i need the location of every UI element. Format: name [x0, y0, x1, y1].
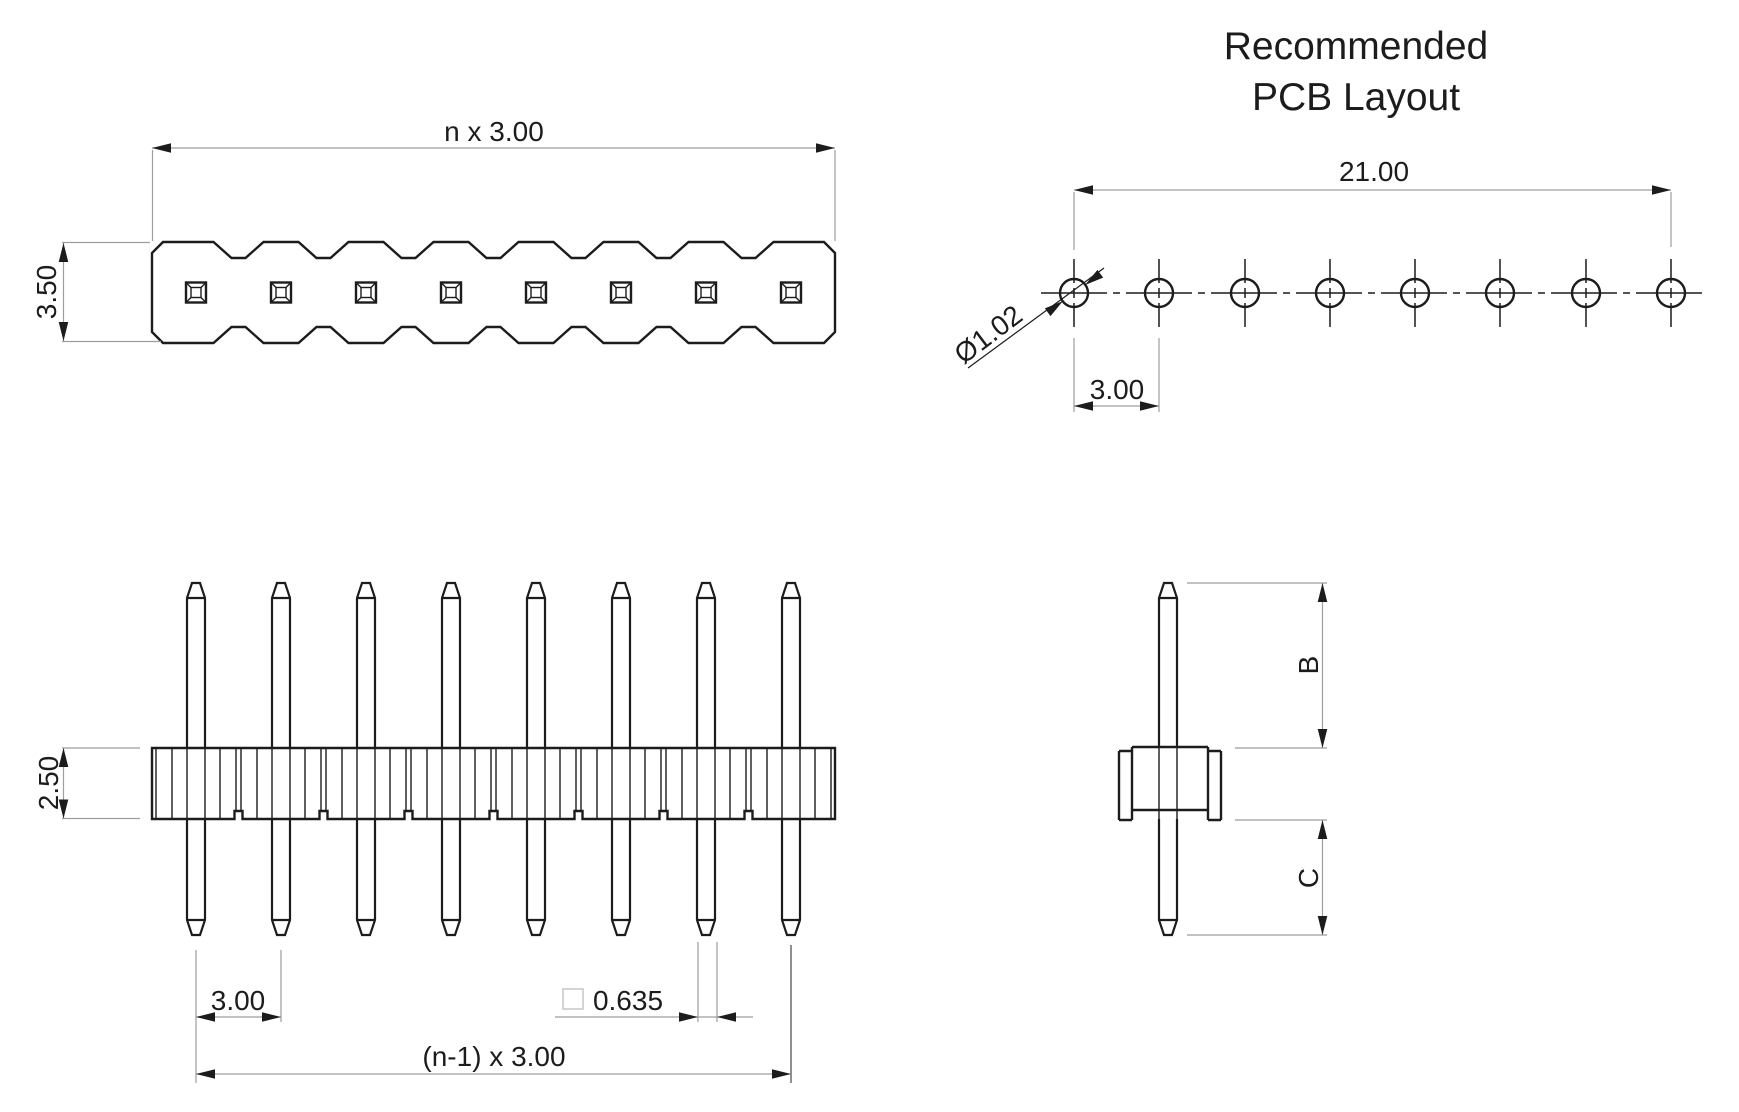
- dim-label-top-height: 3.50: [31, 265, 62, 320]
- dimension-pin-square: 0.635: [555, 942, 753, 1022]
- dimension-hole-diameter: Ø1.02: [948, 267, 1105, 370]
- side-view-body-segments: [155, 748, 832, 819]
- dimension-body-height: 2.50: [33, 747, 140, 820]
- dimension-side-pitch: 3.00: [196, 950, 282, 1022]
- dim-label-pin-below: C: [1293, 868, 1324, 888]
- top-view: n x 3.00 3.50: [31, 116, 837, 345]
- dimension-top-height: 3.50: [31, 241, 161, 343]
- dim-label-side-pitch: 3.00: [211, 985, 266, 1016]
- pin-detail-body: [1117, 745, 1223, 822]
- top-view-pin-contacts: [184, 281, 803, 304]
- dim-label-pin-above: B: [1293, 656, 1324, 675]
- side-view-pins-upper: [185, 581, 802, 750]
- title-line2: PCB Layout: [1252, 76, 1460, 119]
- pcb-layout-title: Recommended PCB Layout: [1224, 25, 1488, 119]
- dim-label-top-width: n x 3.00: [444, 116, 544, 147]
- title-line1: Recommended: [1224, 25, 1488, 68]
- pin-detail-view: B C: [1117, 581, 1328, 937]
- top-view-body-outline: [150, 240, 837, 345]
- dimension-pcb-span: 21.00: [1073, 156, 1672, 250]
- dim-label-hole-diameter: Ø1.02: [948, 299, 1028, 370]
- dim-label-body-height: 2.50: [33, 756, 64, 811]
- side-view-pins-lower: [185, 817, 802, 937]
- side-view-body-outline: [150, 746, 837, 821]
- side-view: 2.50 3.00 0.635 (n-1) x 3.00: [33, 581, 837, 1083]
- dimension-pin-above: B: [1187, 582, 1328, 749]
- dim-label-pin-square: 0.635: [593, 985, 663, 1016]
- pcb-layout-view: Recommended PCB Layout 21.00 Ø1.02: [948, 25, 1703, 412]
- dim-label-side-span: (n-1) x 3.00: [422, 1041, 565, 1072]
- dimension-pcb-pitch: 3.00: [1073, 338, 1160, 412]
- dimension-side-span: (n-1) x 3.00: [195, 945, 792, 1083]
- square-symbol: [562, 988, 584, 1010]
- dimension-top-width: n x 3.00: [151, 116, 836, 241]
- dimension-pin-below: C: [1187, 819, 1328, 936]
- dim-label-pcb-span: 21.00: [1339, 156, 1409, 187]
- dim-label-pcb-pitch: 3.00: [1090, 374, 1145, 405]
